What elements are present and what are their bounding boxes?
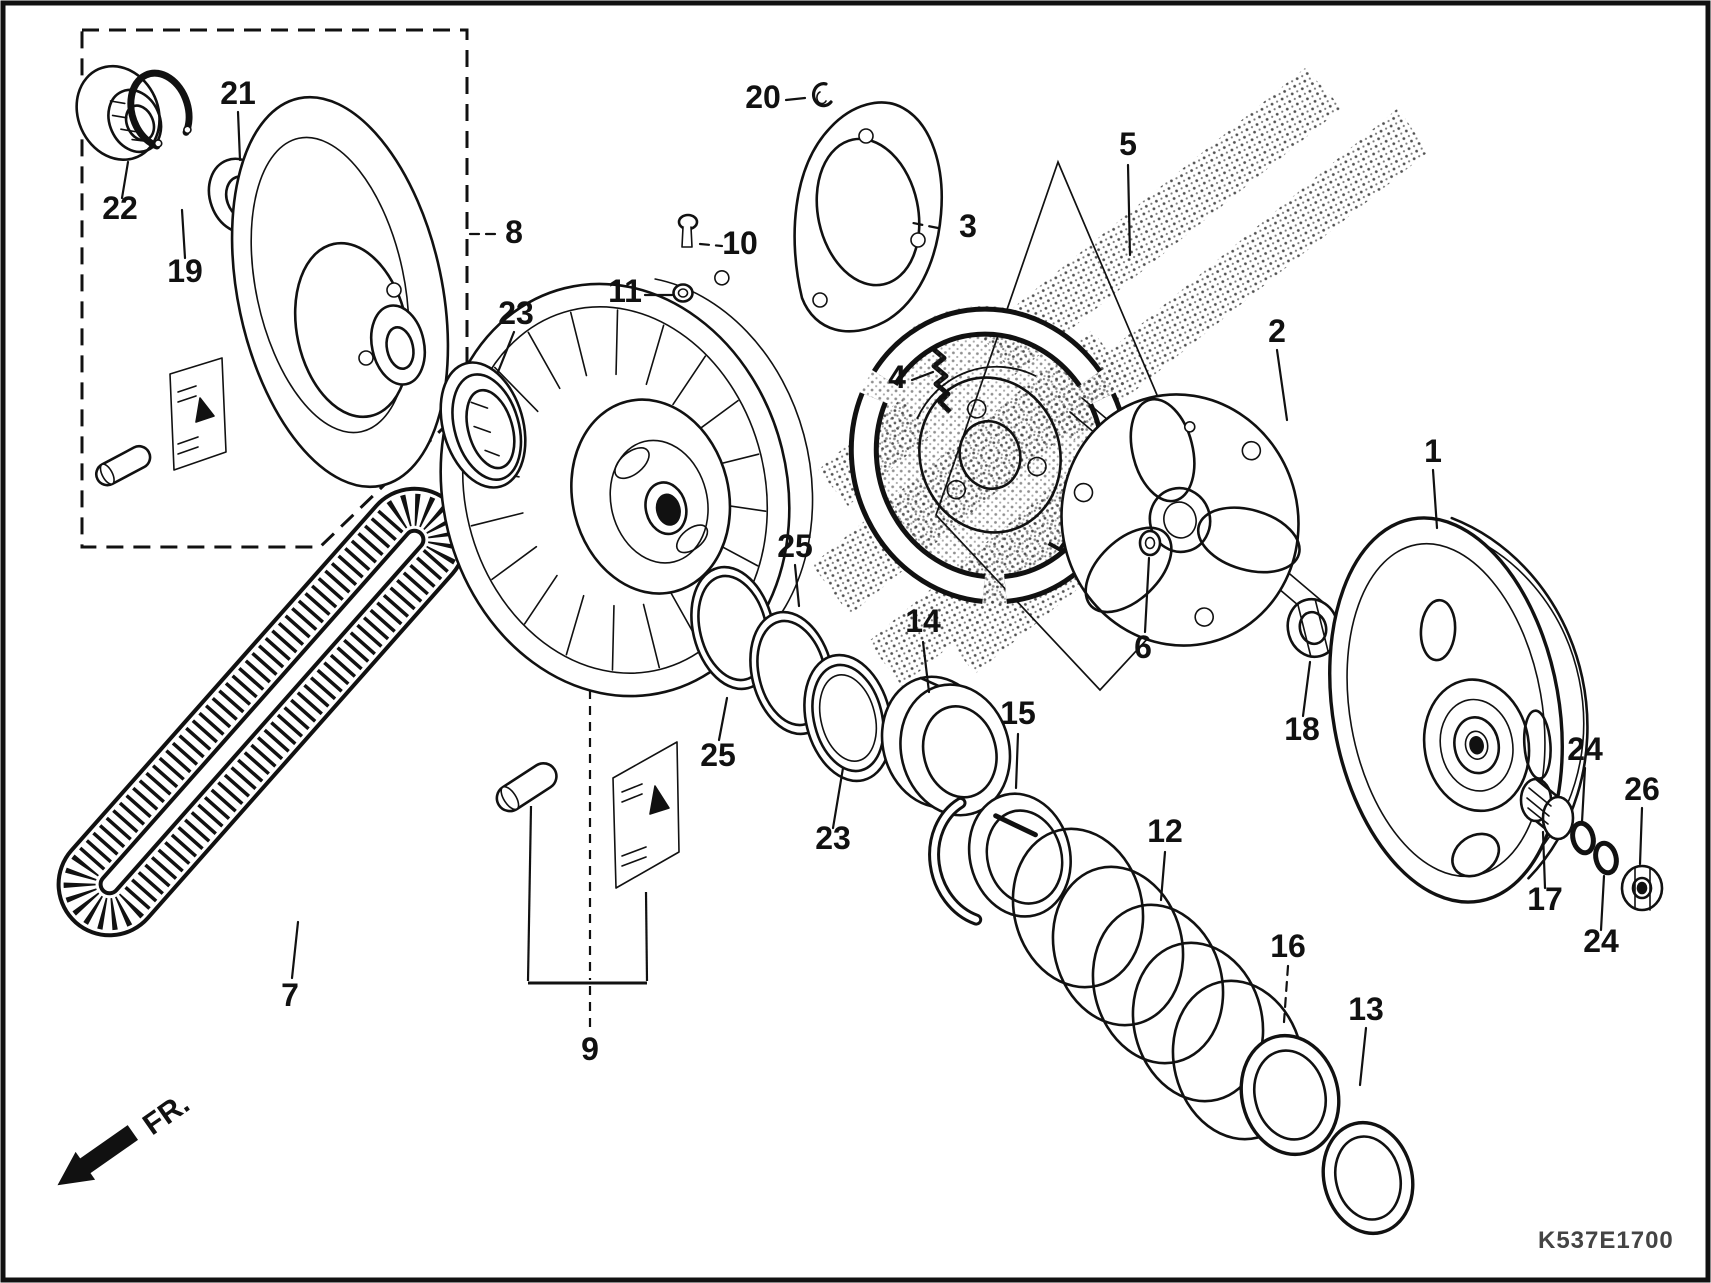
callout-23a: 23 bbox=[498, 295, 534, 331]
leader-17 bbox=[1541, 830, 1547, 890]
leader-25a bbox=[793, 563, 801, 608]
clutch-spring-12 bbox=[1011, 827, 1305, 1141]
callout-20: 20 bbox=[745, 79, 781, 115]
leader-22 bbox=[120, 160, 130, 200]
callout-15: 15 bbox=[1000, 695, 1036, 731]
callout-19: 19 bbox=[167, 253, 203, 289]
callout-5: 5 bbox=[1119, 126, 1137, 162]
leader-26 bbox=[1638, 806, 1644, 866]
callout-2: 2 bbox=[1268, 313, 1286, 349]
leader-2 bbox=[1275, 348, 1289, 422]
leader-7 bbox=[290, 920, 300, 980]
callout-21: 21 bbox=[220, 75, 256, 111]
spring-guide-15 bbox=[928, 792, 1072, 926]
washer-16 bbox=[1239, 1033, 1341, 1157]
spring-collar-14 bbox=[880, 675, 1012, 817]
bolt-10 bbox=[677, 213, 699, 248]
caution-tag-box bbox=[169, 357, 227, 471]
leader-21 bbox=[236, 110, 242, 162]
callout-25b: 25 bbox=[700, 737, 736, 773]
callout-7: 7 bbox=[281, 977, 299, 1013]
oil-seal-23-left bbox=[439, 361, 527, 489]
leader-4 bbox=[910, 370, 935, 382]
callout-9: 9 bbox=[581, 1031, 599, 1067]
leader-1 bbox=[1431, 468, 1439, 530]
gasket-3 bbox=[793, 101, 943, 333]
callout-17: 17 bbox=[1527, 881, 1563, 917]
callout-3: 3 bbox=[959, 208, 977, 244]
leader-5 bbox=[1126, 163, 1132, 257]
leader-13 bbox=[1358, 1026, 1368, 1087]
caution-tag-9kit bbox=[612, 741, 680, 889]
roller-pin-box bbox=[95, 444, 152, 487]
leader-24b bbox=[1599, 874, 1606, 932]
leader-16 bbox=[1282, 964, 1290, 1024]
leader-20 bbox=[784, 96, 807, 102]
o-ring-24-second bbox=[1593, 840, 1619, 876]
flange-nut-26 bbox=[1620, 864, 1664, 912]
leader-19 bbox=[180, 208, 187, 260]
callout-18: 18 bbox=[1284, 711, 1320, 747]
splined-bushing-17 bbox=[1519, 777, 1575, 841]
callout-25a: 25 bbox=[777, 528, 813, 564]
callout-14: 14 bbox=[905, 603, 941, 639]
callout-numbers: 1234567891011121314151617181920212223232… bbox=[102, 75, 1660, 1067]
leader-18 bbox=[1301, 660, 1312, 718]
callout-13: 13 bbox=[1348, 991, 1384, 1027]
callout-26: 26 bbox=[1624, 771, 1660, 807]
callout-24b: 24 bbox=[1583, 923, 1619, 959]
callout-4: 4 bbox=[888, 359, 906, 395]
clip-20 bbox=[811, 82, 833, 108]
callout-16: 16 bbox=[1270, 928, 1306, 964]
washer-13 bbox=[1321, 1120, 1415, 1236]
driven-face-plate-8 bbox=[230, 95, 450, 489]
diagram-code: K537E1700 bbox=[1538, 1227, 1674, 1254]
leader-25b bbox=[717, 696, 729, 742]
leader-24a bbox=[1580, 766, 1587, 824]
leader-23b bbox=[831, 766, 845, 830]
leader-3 bbox=[906, 220, 940, 230]
drive-belt-7 bbox=[56, 486, 468, 938]
leader-14 bbox=[921, 640, 931, 694]
callout-8: 8 bbox=[505, 214, 523, 250]
leader-6 bbox=[1143, 556, 1151, 634]
seal-23-right bbox=[803, 653, 893, 783]
lock-nut-18 bbox=[1286, 597, 1340, 659]
callout-22: 22 bbox=[102, 190, 138, 226]
fr-arrow-icon bbox=[57, 1125, 139, 1186]
leader-23a bbox=[496, 330, 516, 374]
clutch-outer-1 bbox=[1328, 516, 1589, 904]
callout-12: 12 bbox=[1147, 813, 1183, 849]
callout-6: 6 bbox=[1134, 629, 1152, 665]
callout-11: 11 bbox=[608, 273, 642, 309]
callout-1: 1 bbox=[1424, 433, 1442, 469]
leader-15 bbox=[1014, 732, 1020, 790]
callout-10: 10 bbox=[722, 225, 758, 261]
washer-6 bbox=[1138, 529, 1162, 557]
roller-pin-9kit bbox=[495, 762, 558, 813]
callout-23b: 23 bbox=[815, 820, 851, 856]
leader-lines bbox=[120, 96, 1644, 1087]
callout-24a: 24 bbox=[1567, 731, 1603, 767]
leader-12 bbox=[1159, 850, 1167, 902]
snap-ring-19 bbox=[127, 69, 193, 150]
drive-plate-2 bbox=[1060, 393, 1301, 647]
leader-10 bbox=[698, 242, 724, 248]
bracket-9 bbox=[526, 690, 649, 1034]
o-ring-24-first bbox=[1570, 820, 1596, 856]
nut-11 bbox=[672, 283, 694, 303]
